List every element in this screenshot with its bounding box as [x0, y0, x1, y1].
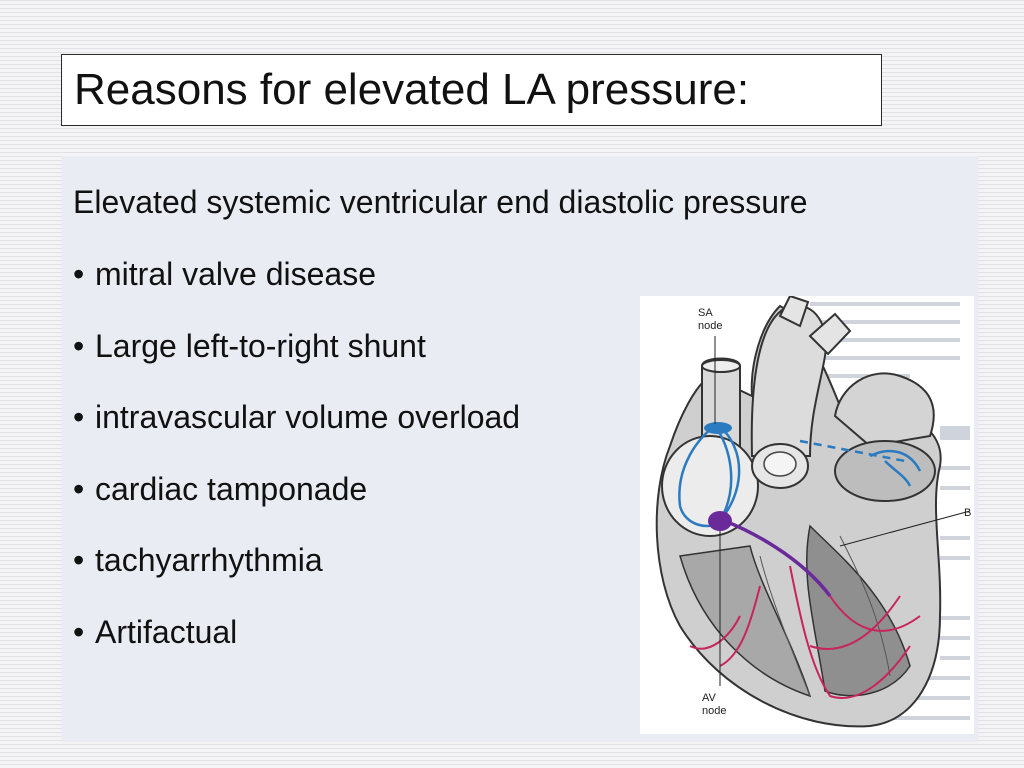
bullet-item: • cardiac tamponade	[73, 471, 520, 543]
av-node-label: AV	[702, 692, 717, 704]
bullet-dot-icon: •	[73, 542, 85, 578]
bullet-text: Artifactual	[95, 613, 238, 650]
heart-conduction-figure: SA node AV node B	[640, 296, 974, 734]
sa-node-label: SA	[698, 307, 713, 319]
bullet-item: • tachyarrhythmia	[73, 542, 520, 614]
bullet-list: • mitral valve disease • Large left-to-rig…	[73, 256, 520, 685]
bullet-dot-icon: •	[73, 327, 85, 364]
av-node-label-2: node	[702, 705, 726, 717]
bullet-text: cardiac tamponade	[95, 470, 368, 507]
pulmonary-trunk	[833, 372, 935, 448]
bullet-dot-icon: •	[73, 399, 85, 435]
bullet-dot-icon: •	[73, 470, 85, 507]
sa-node-label-2: node	[698, 320, 722, 332]
bullet-item: • mitral valve disease	[73, 256, 520, 328]
bullet-text: intravascular volume overload	[95, 399, 521, 435]
purkinje-fibers	[689, 565, 921, 699]
bullet-item: • intravascular volume overload	[73, 399, 520, 471]
heart-illustration: SA node AV node B	[655, 296, 971, 728]
content-panel: Elevated systemic ventricular end diasto…	[61, 156, 979, 742]
b-edge-label: B	[964, 507, 971, 519]
bullet-text: Large left-to-right shunt	[95, 327, 426, 364]
his-bundle	[724, 519, 832, 598]
aorta	[750, 304, 827, 457]
title-box: Reasons for elevated LA pressure:	[61, 54, 882, 126]
bullet-item: • Artifactual	[73, 614, 520, 686]
sa-node-marker	[704, 422, 732, 434]
intro-heading: Elevated systemic ventricular end diasto…	[73, 184, 808, 220]
bullet-text: tachyarrhythmia	[95, 542, 323, 578]
bullet-dot-icon: •	[73, 613, 85, 650]
slide-title: Reasons for elevated LA pressure:	[74, 65, 750, 114]
av-node-marker	[708, 511, 732, 531]
bullet-text: mitral valve disease	[95, 256, 376, 292]
bullet-item: • Large left-to-right shunt	[73, 328, 520, 400]
bullet-dot-icon: •	[73, 256, 85, 292]
